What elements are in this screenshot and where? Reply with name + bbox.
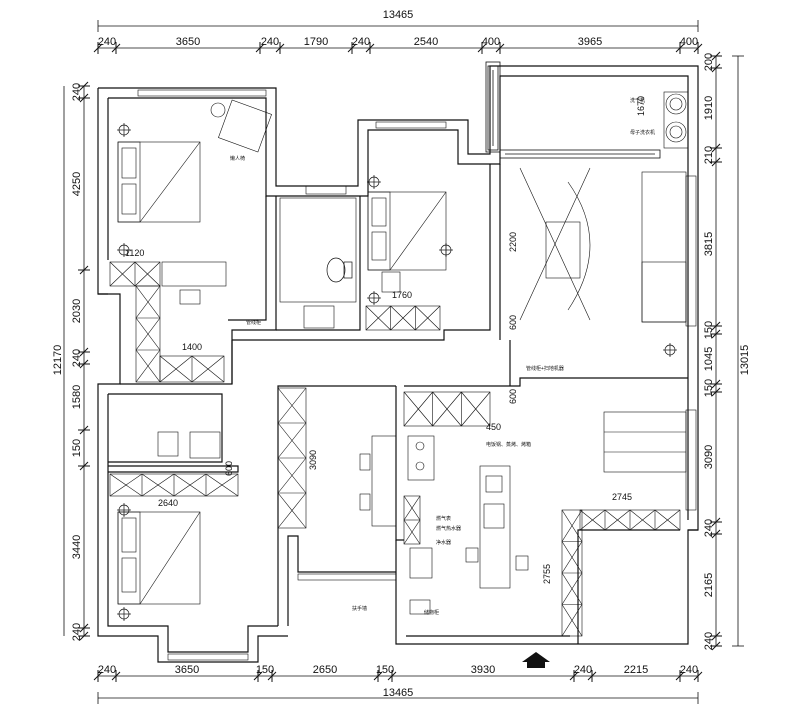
left-dim-0: 240 — [71, 83, 83, 101]
left-total-dim: 12170 — [52, 345, 64, 376]
room-dimensions: 1120 1400 1760 2640 600 2745 2755 3090 2… — [125, 96, 646, 584]
entrance-cabinet-top — [579, 509, 681, 531]
label-cabinet: 储物柜 — [424, 609, 439, 616]
bottom-dim-1: 3650 — [175, 664, 199, 676]
dim-1400: 1400 — [182, 342, 202, 352]
balcony-windows — [485, 61, 661, 159]
kitchen-island — [479, 465, 511, 589]
top-dimension-labels: 240 3650 240 1790 240 2540 400 3965 400 — [98, 36, 698, 48]
label-water-purifier: 净水器 — [436, 539, 451, 546]
cabinets — [109, 261, 681, 637]
left-dim-7: 240 — [71, 623, 83, 641]
top-dim-6: 400 — [482, 36, 500, 48]
top-dim-7: 3965 — [578, 36, 602, 48]
left-dim-3: 240 — [71, 349, 83, 367]
label-fridge-note: 电饭锅、蒸烤、烤箱 — [486, 441, 531, 448]
label-gas-meter: 燃气表 — [436, 515, 451, 522]
dim-600c: 600 — [508, 389, 518, 404]
right-dim-6: 150 — [703, 379, 715, 397]
label-pipe-well-2: 管线柜+扫地机器 — [526, 365, 564, 372]
right-dim-4: 150 — [703, 321, 715, 339]
right-dim-2: 210 — [703, 146, 715, 164]
kitchen-cabinet-top — [403, 391, 491, 427]
bottom-dim-4: 150 — [376, 664, 394, 676]
dining-table — [603, 411, 687, 473]
bottom-dim-7: 2215 — [624, 664, 648, 676]
left-dim-6: 3440 — [71, 535, 83, 559]
label-dryer: 母子洗衣机 — [630, 129, 655, 136]
top-dim-8: 400 — [680, 36, 698, 48]
wardrobe-third — [109, 473, 239, 497]
dim-2200: 2200 — [508, 232, 518, 252]
toilet-icon — [326, 257, 353, 283]
entrance-arrow-icon — [522, 652, 550, 668]
sofa — [641, 171, 687, 323]
left-dim-1: 4250 — [71, 172, 83, 196]
dim-2755: 2755 — [542, 564, 552, 584]
bottom-dim-6: 240 — [574, 664, 592, 676]
right-dim-10: 240 — [703, 632, 715, 650]
lazy-chair — [218, 99, 272, 153]
dim-1670: 1670 — [636, 96, 646, 116]
dim-1760: 1760 — [392, 290, 412, 300]
annotations: 懒人椅 管线柜 管线柜+扫地机器 洗干机 母子洗衣机 电饭锅、蒸烤、烤箱 燃气表… — [230, 97, 655, 616]
dim-600b: 600 — [508, 315, 518, 330]
bottom-dim-8: 240 — [680, 664, 698, 676]
dim-600: 600 — [224, 461, 234, 476]
right-dim-7: 3090 — [703, 445, 715, 469]
tall-cabinet-dining — [277, 387, 307, 529]
dim-3090: 3090 — [308, 450, 318, 470]
right-dim-0: 200 — [703, 53, 715, 71]
dimension-lines — [63, 20, 744, 704]
top-dim-5: 2540 — [414, 36, 438, 48]
right-dim-9: 2165 — [703, 573, 715, 597]
master-bed — [117, 141, 201, 223]
top-dim-1: 3650 — [176, 36, 200, 48]
bottom-dim-0: 240 — [98, 664, 116, 676]
label-washer: 洗干机 — [630, 97, 645, 104]
dim-1120: 1120 — [125, 248, 144, 258]
top-dim-2: 240 — [261, 36, 279, 48]
right-dim-1: 1910 — [703, 96, 715, 120]
right-dim-5: 1045 — [703, 347, 715, 371]
left-dimension-labels: 240 4250 2030 240 1580 150 3440 240 — [71, 83, 83, 641]
top-dim-0: 240 — [98, 36, 116, 48]
wardrobe-master-side — [135, 285, 161, 383]
label-lazy-chair: 懒人椅 — [230, 155, 245, 162]
dim-2640: 2640 — [158, 498, 178, 508]
second-bed — [367, 191, 447, 271]
left-dim-5: 150 — [71, 439, 83, 457]
left-dim-4: 1580 — [71, 385, 83, 409]
top-total-dim: 13465 — [383, 9, 414, 21]
dimension-ticks — [78, 42, 722, 682]
windows — [137, 89, 697, 661]
coffee-table — [545, 221, 581, 279]
bottom-dim-2: 150 — [256, 664, 274, 676]
label-handrail: 扶手墙 — [352, 605, 367, 612]
bottom-dim-3: 2650 — [313, 664, 337, 676]
label-pipe-well-1: 管线柜 — [246, 319, 261, 326]
bottom-dim-5: 3930 — [471, 664, 495, 676]
column-icon — [117, 123, 677, 621]
right-dim-8: 240 — [703, 519, 715, 537]
furniture — [117, 91, 689, 615]
entrance-cabinet — [561, 509, 583, 637]
right-dim-3: 3815 — [703, 232, 715, 256]
bottom-total-dim: 13465 — [383, 687, 414, 699]
label-heater: 燃气热水器 — [436, 525, 461, 532]
left-dim-2: 2030 — [71, 299, 83, 323]
wardrobe-master-bottom — [159, 355, 225, 383]
walls — [97, 65, 699, 663]
wardrobe-second — [365, 305, 441, 331]
right-dimension-labels: 200 1910 210 3815 150 1045 150 3090 240 2165 240 — [703, 53, 715, 650]
bottom-dimension-labels: 240 3650 150 2650 150 3930 240 2215 240 — [98, 664, 698, 676]
dim-2745: 2745 — [612, 492, 632, 502]
kitchen-tall-unit — [403, 495, 421, 545]
wardrobe-master-top — [109, 261, 161, 287]
top-dim-4: 240 — [352, 36, 370, 48]
right-total-dim: 13015 — [739, 345, 751, 376]
top-dim-3: 1790 — [304, 36, 328, 48]
dim-450: 450 — [486, 422, 501, 432]
